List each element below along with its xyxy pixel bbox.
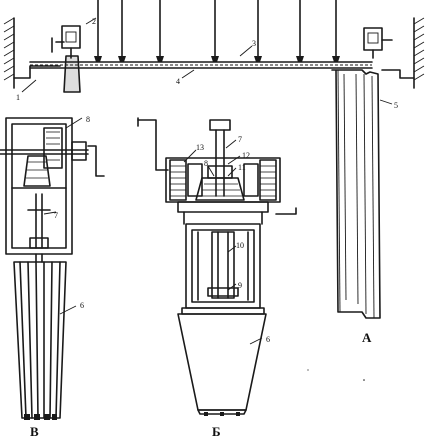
label-11: 11 — [238, 163, 246, 172]
label-5: 5 — [394, 101, 398, 110]
view-letter-a: А — [362, 330, 372, 345]
label-9: 9 — [238, 281, 242, 290]
label-2: 2 — [92, 17, 96, 26]
label-7-center: 7 — [238, 135, 242, 144]
label-1: 1 — [16, 93, 20, 102]
label-8-center: 8 — [204, 159, 208, 168]
view-letter-b: Б — [212, 424, 221, 439]
curtain-view-a — [331, 69, 381, 319]
label-4: 4 — [176, 77, 180, 86]
label-8-left: 8 — [86, 115, 90, 124]
label-12: 12 — [242, 151, 250, 160]
label-6-left: 6 — [80, 301, 84, 310]
label-13: 13 — [196, 143, 204, 152]
label-10: 10 — [236, 241, 244, 250]
label-3: 3 — [252, 39, 256, 48]
view-letter-v: В — [30, 424, 39, 439]
label-7-left: 7 — [54, 211, 58, 220]
part-numbers: 1 2 3 4 5 6 6 7 7 8 8 9 10 11 12 13 — [16, 17, 398, 344]
ceiling-assembly — [3, 0, 425, 105]
label-6-center: 6 — [266, 335, 270, 344]
assembly-v — [0, 117, 105, 420]
assembly-b — [137, 117, 297, 416]
view-letters: А Б В — [30, 330, 372, 439]
